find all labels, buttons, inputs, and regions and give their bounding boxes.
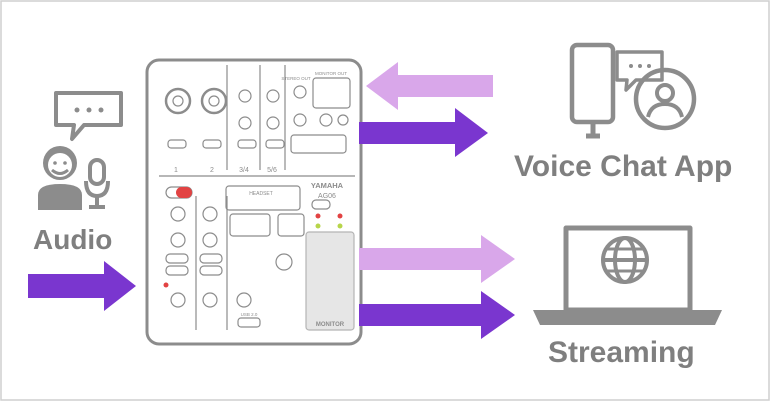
streaming-send-arrow-1 xyxy=(359,235,515,283)
brand-logo: YAMAHA xyxy=(311,181,344,190)
globe-icon xyxy=(601,236,649,284)
voice-chat-app-label: Voice Chat App xyxy=(514,150,733,183)
voice-chat-return-arrow xyxy=(366,62,493,110)
stereo-out-label: STEREO OUT xyxy=(281,76,311,81)
voice-chat-icons xyxy=(569,42,697,139)
usb-label: USB 2.0 xyxy=(241,312,258,317)
mixer-device xyxy=(145,58,363,346)
speech-bubble-icon xyxy=(54,91,123,141)
microphone-icon xyxy=(84,158,110,209)
monitor-out-label: MONITOR OUT xyxy=(315,71,347,76)
monitor-label: MONITOR xyxy=(316,322,345,328)
streaming-label: Streaming xyxy=(548,336,695,369)
audio-input-arrow xyxy=(28,261,136,311)
streaming-send-arrow-2 xyxy=(359,291,515,339)
headset-label: HEADSET xyxy=(249,191,273,197)
avatar-icon xyxy=(633,67,697,131)
voice-chat-send-arrow xyxy=(359,108,488,157)
channel-label-1: 1 xyxy=(174,167,178,174)
audio-person-group xyxy=(38,91,123,210)
channel-label-5-6: 5/6 xyxy=(267,167,277,174)
person-icon xyxy=(38,146,82,210)
audio-label: Audio xyxy=(33,224,113,255)
model-label: AG06 xyxy=(318,193,336,200)
channel-label-3-4: 3/4 xyxy=(239,167,249,174)
laptop-icon xyxy=(533,225,722,325)
channel-label-2: 2 xyxy=(210,167,214,174)
mixer-text: 1 2 3/4 5/6 STEREO OUT MONITOR OUT HEADS… xyxy=(174,71,347,328)
chat-bubble-icon xyxy=(615,50,664,92)
smartphone-icon xyxy=(569,42,616,139)
